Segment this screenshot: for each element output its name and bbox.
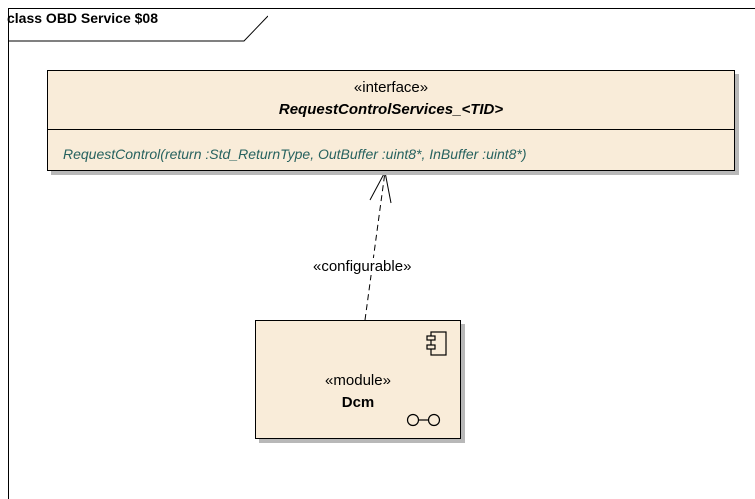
- compartment-divider: [48, 129, 734, 130]
- module-name: Dcm: [341, 394, 375, 411]
- component-icon: [426, 331, 447, 356]
- dependency-connector[interactable]: [0, 0, 755, 482]
- interface-class[interactable]: «interface» RequestControlServices_<TID>…: [47, 70, 735, 171]
- module-component[interactable]: «module» Dcm: [255, 320, 461, 439]
- frame-tab: [8, 15, 268, 42]
- port-icon: [406, 413, 441, 427]
- interface-name: RequestControlServices_<TID>: [278, 101, 504, 118]
- interface-stereotype: «interface»: [353, 79, 429, 96]
- frame-title: class OBD Service $08: [7, 10, 158, 26]
- interface-operation[interactable]: RequestControl(return :Std_ReturnType, O…: [63, 146, 527, 162]
- diagram-frame: [8, 8, 755, 499]
- dependency-stereotype: «configurable»: [311, 258, 414, 275]
- module-stereotype: «module»: [325, 372, 391, 389]
